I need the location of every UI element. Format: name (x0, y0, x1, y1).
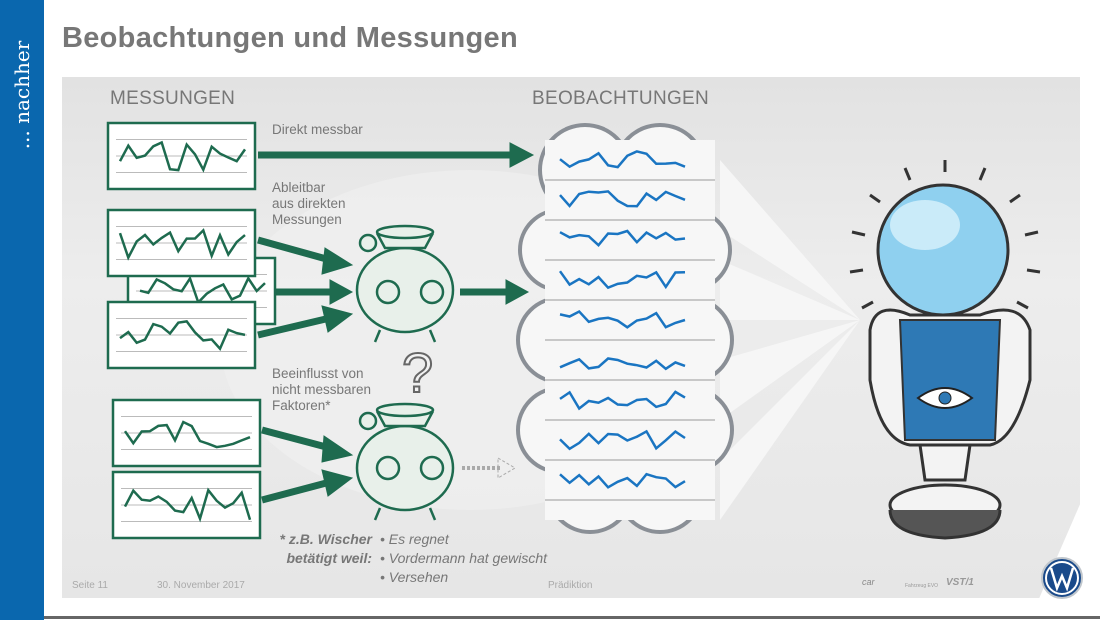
sparkline (118, 140, 247, 173)
footnote-bullet: • Es regnet (380, 531, 449, 547)
sparkline (559, 472, 686, 489)
label-direct: Direkt messbar (272, 122, 363, 137)
sidebar: ... nachher (0, 0, 44, 620)
sparkline (559, 390, 686, 411)
footnote-lead-line: * z.B. Wischer (279, 531, 372, 547)
sparkline (559, 229, 686, 248)
label-line: aus direkten (272, 196, 346, 211)
label-derived: Ableitbar aus direkten Messungen (272, 180, 346, 228)
footer-topic: Prädiktion (548, 580, 593, 591)
logo-vst: VST/1 (946, 577, 974, 588)
sparkline (119, 320, 246, 351)
sparkline (559, 429, 686, 451)
sparkline (559, 309, 686, 329)
footnote-bullet: • Vordermann hat gewischt (380, 550, 548, 566)
label-line: Beeinflusst von (272, 366, 364, 381)
label-line: Faktoren* (272, 398, 331, 413)
vw-logo (1041, 557, 1083, 599)
sparkline (118, 228, 246, 261)
footnote-bullets: • Es regnet • Vordermann hat gewischt • … (380, 530, 547, 587)
measurement-boxes (106, 121, 277, 540)
crystal-ball-oracle (849, 160, 1041, 540)
light-rays (720, 160, 860, 520)
bottom-divider (44, 616, 1100, 619)
logo-car: car (862, 577, 875, 587)
observation-sparklines (545, 150, 715, 501)
footer-date: 30. November 2017 (157, 580, 245, 591)
footer-page: Seite 11 (72, 580, 108, 591)
sparkline (139, 275, 266, 305)
logo-fahrzeug: Fahrzeug EVO (905, 583, 939, 589)
sparkline (123, 487, 252, 523)
sparkline (558, 270, 686, 290)
sparkline (559, 150, 686, 169)
glow-rays (849, 160, 1041, 310)
sparkline (559, 190, 686, 208)
question-mark-icon: ? (402, 341, 433, 404)
label-influenced: Beeinflusst von nicht messbaren Faktoren… (272, 366, 371, 414)
label-line: Ableitbar (272, 180, 326, 195)
sparkline (123, 420, 251, 449)
arrows (257, 142, 535, 504)
label-line: nicht messbaren (272, 382, 372, 397)
label-line: Messungen (272, 212, 342, 227)
footnote-bullet: • Versehen (380, 569, 449, 585)
dashed-arrow (462, 457, 516, 479)
header-observations: BEOBACHTUNGEN (532, 88, 710, 109)
cloud-body (545, 140, 715, 520)
converter-machine (355, 224, 455, 343)
footnote-lead: * z.B. Wischer betätigt weil: (270, 530, 372, 568)
footnote-lead-line: betätigt weil: (286, 550, 372, 566)
page-title: Beobachtungen und Messungen (62, 22, 518, 54)
header-measurements: MESSUNGEN (110, 88, 236, 109)
converter-machine-unknown (355, 402, 455, 521)
sparkline (559, 357, 686, 371)
